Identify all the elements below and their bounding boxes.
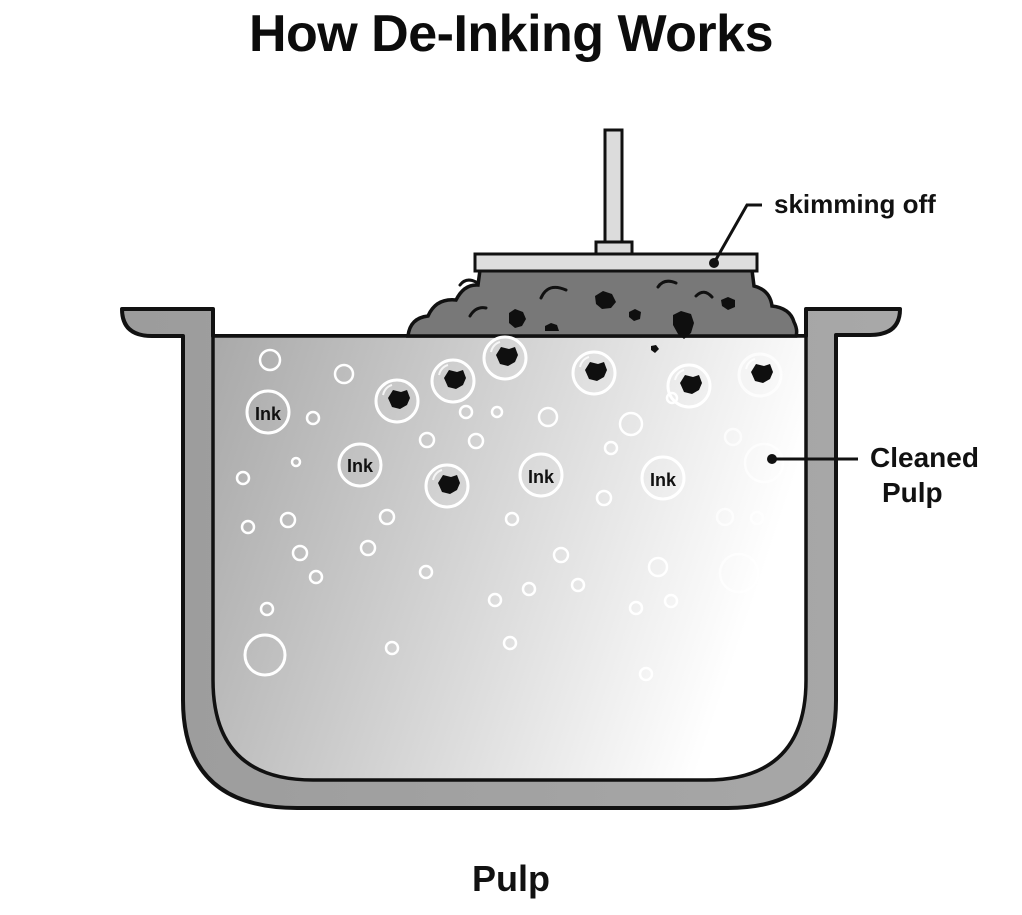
cleaned-pulp-leader	[767, 454, 858, 464]
ink-particle-bubble	[430, 358, 476, 404]
large-air-bubble	[243, 633, 287, 677]
air-bubble	[359, 539, 377, 557]
ink-text-bubble: Ink	[245, 389, 291, 435]
air-bubbles	[235, 348, 785, 682]
skimming-off-label: skimming off	[774, 189, 936, 219]
pulp-liquid	[211, 334, 808, 782]
ink-bubbles	[374, 335, 783, 509]
air-bubble	[418, 431, 436, 449]
ink-particle	[680, 375, 702, 394]
air-bubble	[715, 507, 735, 527]
air-bubble	[743, 442, 785, 484]
air-bubble	[290, 456, 302, 468]
air-bubble	[537, 406, 559, 428]
air-bubble	[595, 489, 613, 507]
skimming-leader	[709, 203, 762, 268]
froth-ink-particles	[509, 291, 735, 353]
air-bubble	[665, 391, 679, 405]
air-bubble	[384, 640, 400, 656]
air-bubble	[628, 600, 644, 616]
air-bubble	[490, 405, 504, 419]
ink-particle-bubble	[571, 350, 617, 396]
ink-text-bubble: Ink	[640, 455, 686, 501]
air-bubble	[467, 432, 485, 450]
ink-text: Ink	[650, 470, 677, 490]
ink-text: Ink	[347, 456, 374, 476]
ink-particle	[438, 475, 460, 494]
ink-particle-bubble	[424, 463, 470, 509]
air-bubble	[638, 666, 654, 682]
air-bubble	[279, 511, 297, 529]
air-bubble	[718, 552, 760, 594]
air-bubble	[305, 410, 321, 426]
air-bubble	[603, 440, 619, 456]
air-bubble	[458, 404, 474, 420]
diagram-title: How De-Inking Works	[248, 5, 774, 63]
air-bubble	[552, 546, 570, 564]
air-bubble	[418, 564, 434, 580]
cleaned-pulp-label-line1: Cleaned	[870, 442, 979, 473]
air-bubble	[504, 511, 520, 527]
air-bubble	[663, 593, 679, 609]
air-bubble	[259, 601, 275, 617]
ink-particle-bubble	[666, 363, 712, 409]
air-bubble	[502, 635, 518, 651]
air-bubble	[487, 592, 503, 608]
ink-particle	[444, 370, 466, 389]
ink-particle	[388, 390, 410, 409]
ink-particle	[751, 364, 773, 383]
air-bubble	[258, 348, 282, 372]
ink-particle-bubble	[374, 378, 420, 424]
pulp-label: Pulp	[472, 858, 550, 899]
air-bubble	[333, 363, 355, 385]
ink-text-bubbles: Ink Ink Ink Ink	[245, 389, 686, 501]
cleaned-pulp-label-line2: Pulp	[882, 477, 943, 508]
air-bubble	[235, 470, 251, 486]
air-bubble	[240, 519, 256, 535]
ink-particle	[496, 347, 518, 366]
air-bubble	[749, 510, 765, 526]
air-bubble	[618, 411, 644, 437]
ink-particle	[585, 362, 607, 381]
ink-text-bubble: Ink	[337, 442, 383, 488]
ink-text: Ink	[528, 467, 555, 487]
air-bubble	[570, 577, 586, 593]
air-bubble	[291, 544, 309, 562]
air-bubble	[723, 427, 743, 447]
air-bubble	[521, 581, 537, 597]
ink-particle-bubble	[482, 335, 528, 381]
froth-arcs	[458, 278, 714, 318]
ink-text: Ink	[255, 404, 282, 424]
ink-text-bubble: Ink	[518, 452, 564, 498]
air-bubble	[378, 508, 396, 526]
ink-particle-bubble	[737, 352, 783, 398]
air-bubble	[647, 556, 669, 578]
air-bubble	[308, 569, 324, 585]
skimmer	[473, 128, 759, 273]
